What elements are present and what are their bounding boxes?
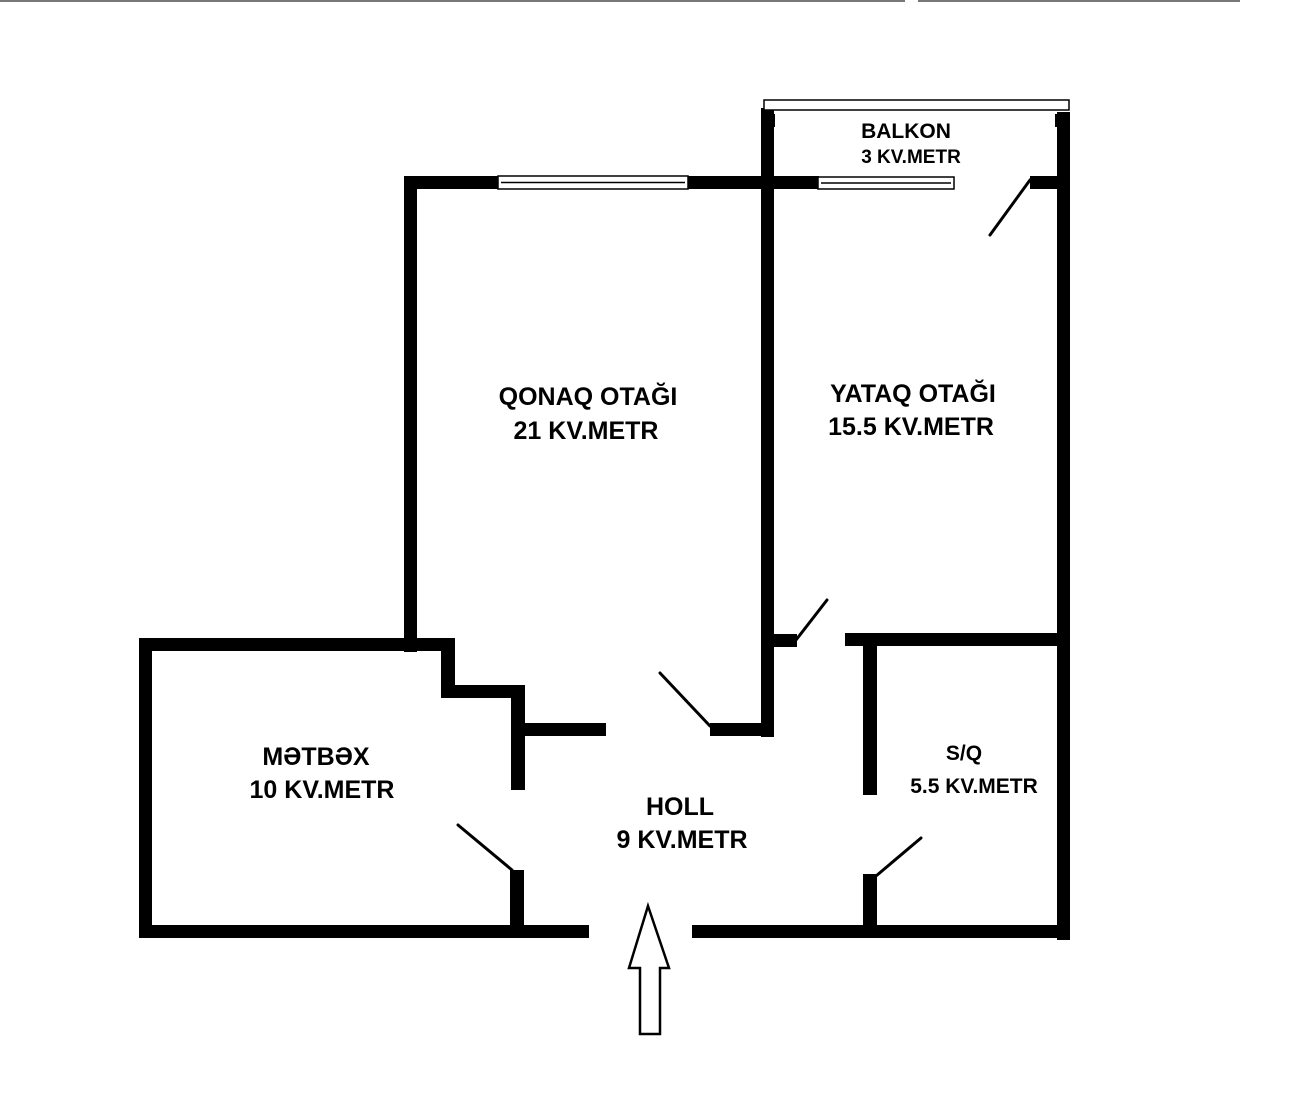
living-room-top-wall-mid (688, 176, 819, 189)
kitchen-step-horizontal (441, 685, 525, 698)
kitchen-area: 10 KV.METR (250, 776, 395, 804)
living-room-top-wall-left (404, 176, 498, 189)
doors (456, 178, 1032, 878)
bottom-wall-right (692, 925, 1070, 938)
kitchen-door-jamb (510, 870, 524, 935)
living-room-door-swing (658, 671, 712, 728)
bedroom-window (817, 176, 955, 190)
bathroom-door-jamb (863, 874, 877, 934)
balcony-name: BALKON (861, 120, 951, 143)
bathroom-area: 5.5 KV.METR (910, 775, 1038, 798)
bathroom-name: S/Q (946, 742, 982, 765)
balcony-door-swing (988, 178, 1032, 237)
right-outer-wall (1057, 112, 1070, 940)
walls (139, 108, 1070, 940)
balcony-railing (763, 99, 1070, 111)
center-wall (761, 108, 774, 737)
bedroom-name: YATAQ OTAĞI (830, 379, 996, 408)
kitchen-step-vertical-1 (441, 638, 455, 698)
living-room-window (497, 175, 689, 190)
bedroom-door-swing (794, 598, 829, 642)
hall-area: 9 KV.METR (616, 826, 747, 854)
kitchen-top-wall (139, 638, 455, 651)
balcony-door-stub (1030, 176, 1065, 189)
bedroom-area: 15.5 KV.METR (828, 413, 994, 441)
kitchen-left-wall (139, 638, 152, 938)
living-room-area: 21 KV.METR (514, 417, 659, 445)
bathroom-top-wall (845, 633, 1057, 646)
balcony-area: 3 KV.METR (861, 147, 961, 168)
living-room-door-stub (710, 723, 774, 736)
bathroom-left-wall (863, 633, 877, 795)
living-room-left-wall (404, 176, 417, 652)
kitchen-step-vertical-2 (511, 685, 525, 790)
kitchen-name: MƏTBƏX (262, 743, 369, 771)
windows (497, 99, 1070, 190)
kitchen-hall-stub (511, 723, 606, 736)
kitchen-door-swing (456, 823, 514, 872)
bottom-wall-left (139, 925, 589, 938)
room-labels: BALKON 3 KV.METR QONAQ OTAĞI 21 KV.METR … (250, 120, 1038, 854)
bedroom-door-stub (761, 634, 797, 647)
bathroom-door-swing (874, 836, 923, 878)
balcony-side-marks (761, 114, 1070, 127)
entrance-arrow-icon (627, 901, 671, 1036)
hall-name: HOLL (646, 793, 714, 821)
living-room-name: QONAQ OTAĞI (499, 382, 678, 411)
